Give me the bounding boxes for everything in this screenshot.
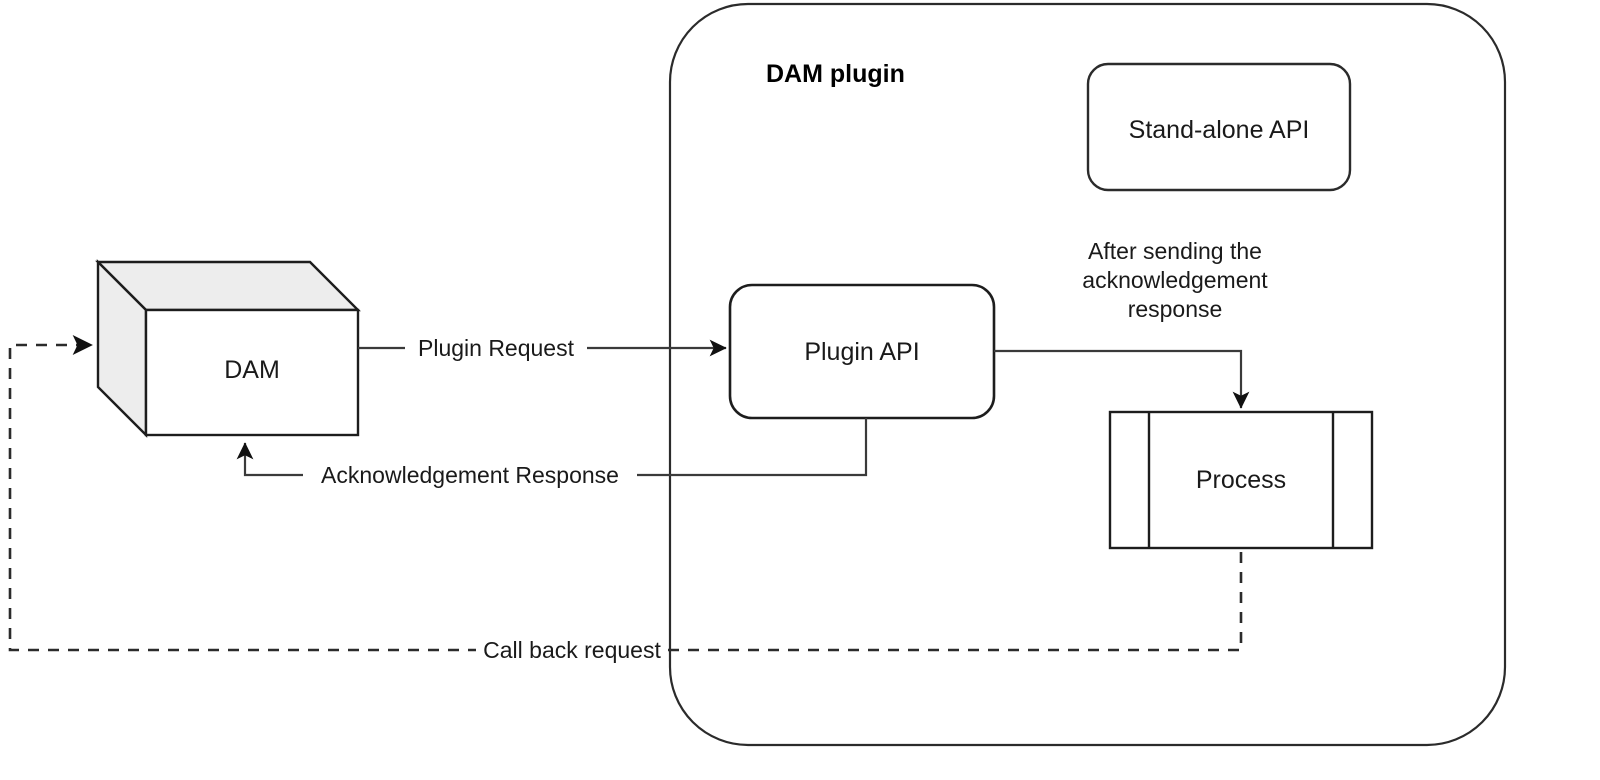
edge-label-plugin-request: Plugin Request [418,335,575,361]
edge-label-call-back-request: Call back request [483,637,661,663]
edge-label-after-sending-line2: acknowledgement [1082,267,1268,293]
node-plugin-api[interactable]: Plugin API [728,283,996,420]
dam-plugin-container-title: DAM plugin [766,60,905,88]
edge-plugin-request: Plugin Request [358,333,727,363]
dam-plugin-container [668,2,1507,747]
edge-label-after-sending-line3: response [1128,296,1223,322]
node-label-plugin-api: Plugin API [804,338,919,366]
edge-label-acknowledgement-response: Acknowledgement Response [321,462,619,488]
edge-call-back-request: Call back request [8,335,1243,665]
node-process[interactable]: Process [1108,410,1374,550]
node-label-process: Process [1196,466,1286,494]
edge-label-after-sending-line1: After sending the [1088,238,1262,264]
node-stand-alone-api[interactable]: Stand-alone API [1086,62,1352,192]
edge-after-sending-acknowledgement-response: After sending the acknowledgement respon… [994,238,1268,409]
node-label-stand-alone-api: Stand-alone API [1129,116,1310,144]
edge-acknowledgement-response: Acknowledgement Response [236,418,868,490]
node-label-dam: DAM [224,356,280,384]
node-dam[interactable]: DAM [95,259,361,438]
